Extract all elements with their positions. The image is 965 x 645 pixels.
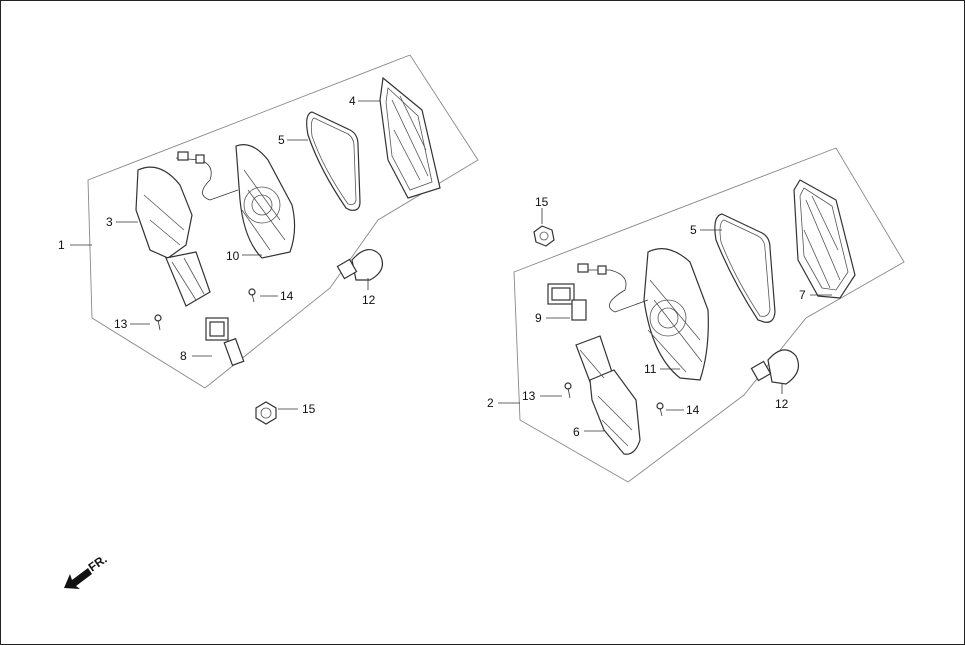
callout-1: 1 bbox=[58, 238, 65, 252]
right-turn-signal-assembly: 15 5 9 7 11 2 13 14 12 6 bbox=[487, 147, 905, 483]
callout-4: 4 bbox=[349, 94, 356, 108]
right-screw-14 bbox=[656, 402, 664, 417]
right-housing bbox=[577, 248, 709, 381]
callout-3: 3 bbox=[106, 215, 113, 229]
callout-9: 9 bbox=[535, 311, 542, 325]
callout-14: 14 bbox=[280, 289, 294, 303]
left-nut bbox=[255, 401, 277, 425]
right-bulb bbox=[750, 349, 799, 385]
callout-7: 7 bbox=[799, 288, 806, 302]
callout-15: 15 bbox=[302, 402, 316, 416]
callout-13-right: 13 bbox=[522, 389, 536, 403]
right-indicator-body bbox=[575, 335, 641, 455]
front-arrow-icon bbox=[64, 568, 92, 589]
front-direction-indicator: FR. bbox=[64, 552, 110, 589]
left-screw-14 bbox=[248, 288, 256, 303]
right-nut bbox=[533, 225, 555, 247]
left-bulb bbox=[336, 249, 383, 281]
callout-15-right: 15 bbox=[535, 195, 549, 209]
left-socket bbox=[205, 317, 245, 367]
left-assembly-outline bbox=[87, 54, 479, 389]
left-screw-13 bbox=[154, 314, 162, 331]
left-turn-signal-assembly: 1 3 4 5 10 12 13 14 8 15 bbox=[58, 54, 479, 425]
right-socket bbox=[547, 283, 587, 321]
callout-8: 8 bbox=[180, 349, 187, 363]
left-outer-lens bbox=[379, 76, 441, 199]
right-screw-13 bbox=[564, 382, 572, 399]
callout-2: 2 bbox=[487, 396, 494, 410]
callout-10: 10 bbox=[226, 249, 240, 263]
left-housing bbox=[175, 144, 296, 259]
callout-5-right: 5 bbox=[690, 223, 697, 237]
callout-14-right: 14 bbox=[686, 403, 700, 417]
callout-11: 11 bbox=[644, 362, 657, 376]
callout-12: 12 bbox=[362, 293, 376, 307]
callout-12-right: 12 bbox=[775, 397, 789, 411]
right-gasket bbox=[714, 213, 776, 323]
left-gasket bbox=[306, 111, 361, 211]
right-outer-lens bbox=[793, 179, 856, 299]
callout-5: 5 bbox=[278, 133, 285, 147]
callout-13: 13 bbox=[114, 317, 128, 331]
callout-6: 6 bbox=[573, 425, 580, 439]
left-indicator-body bbox=[135, 166, 211, 307]
